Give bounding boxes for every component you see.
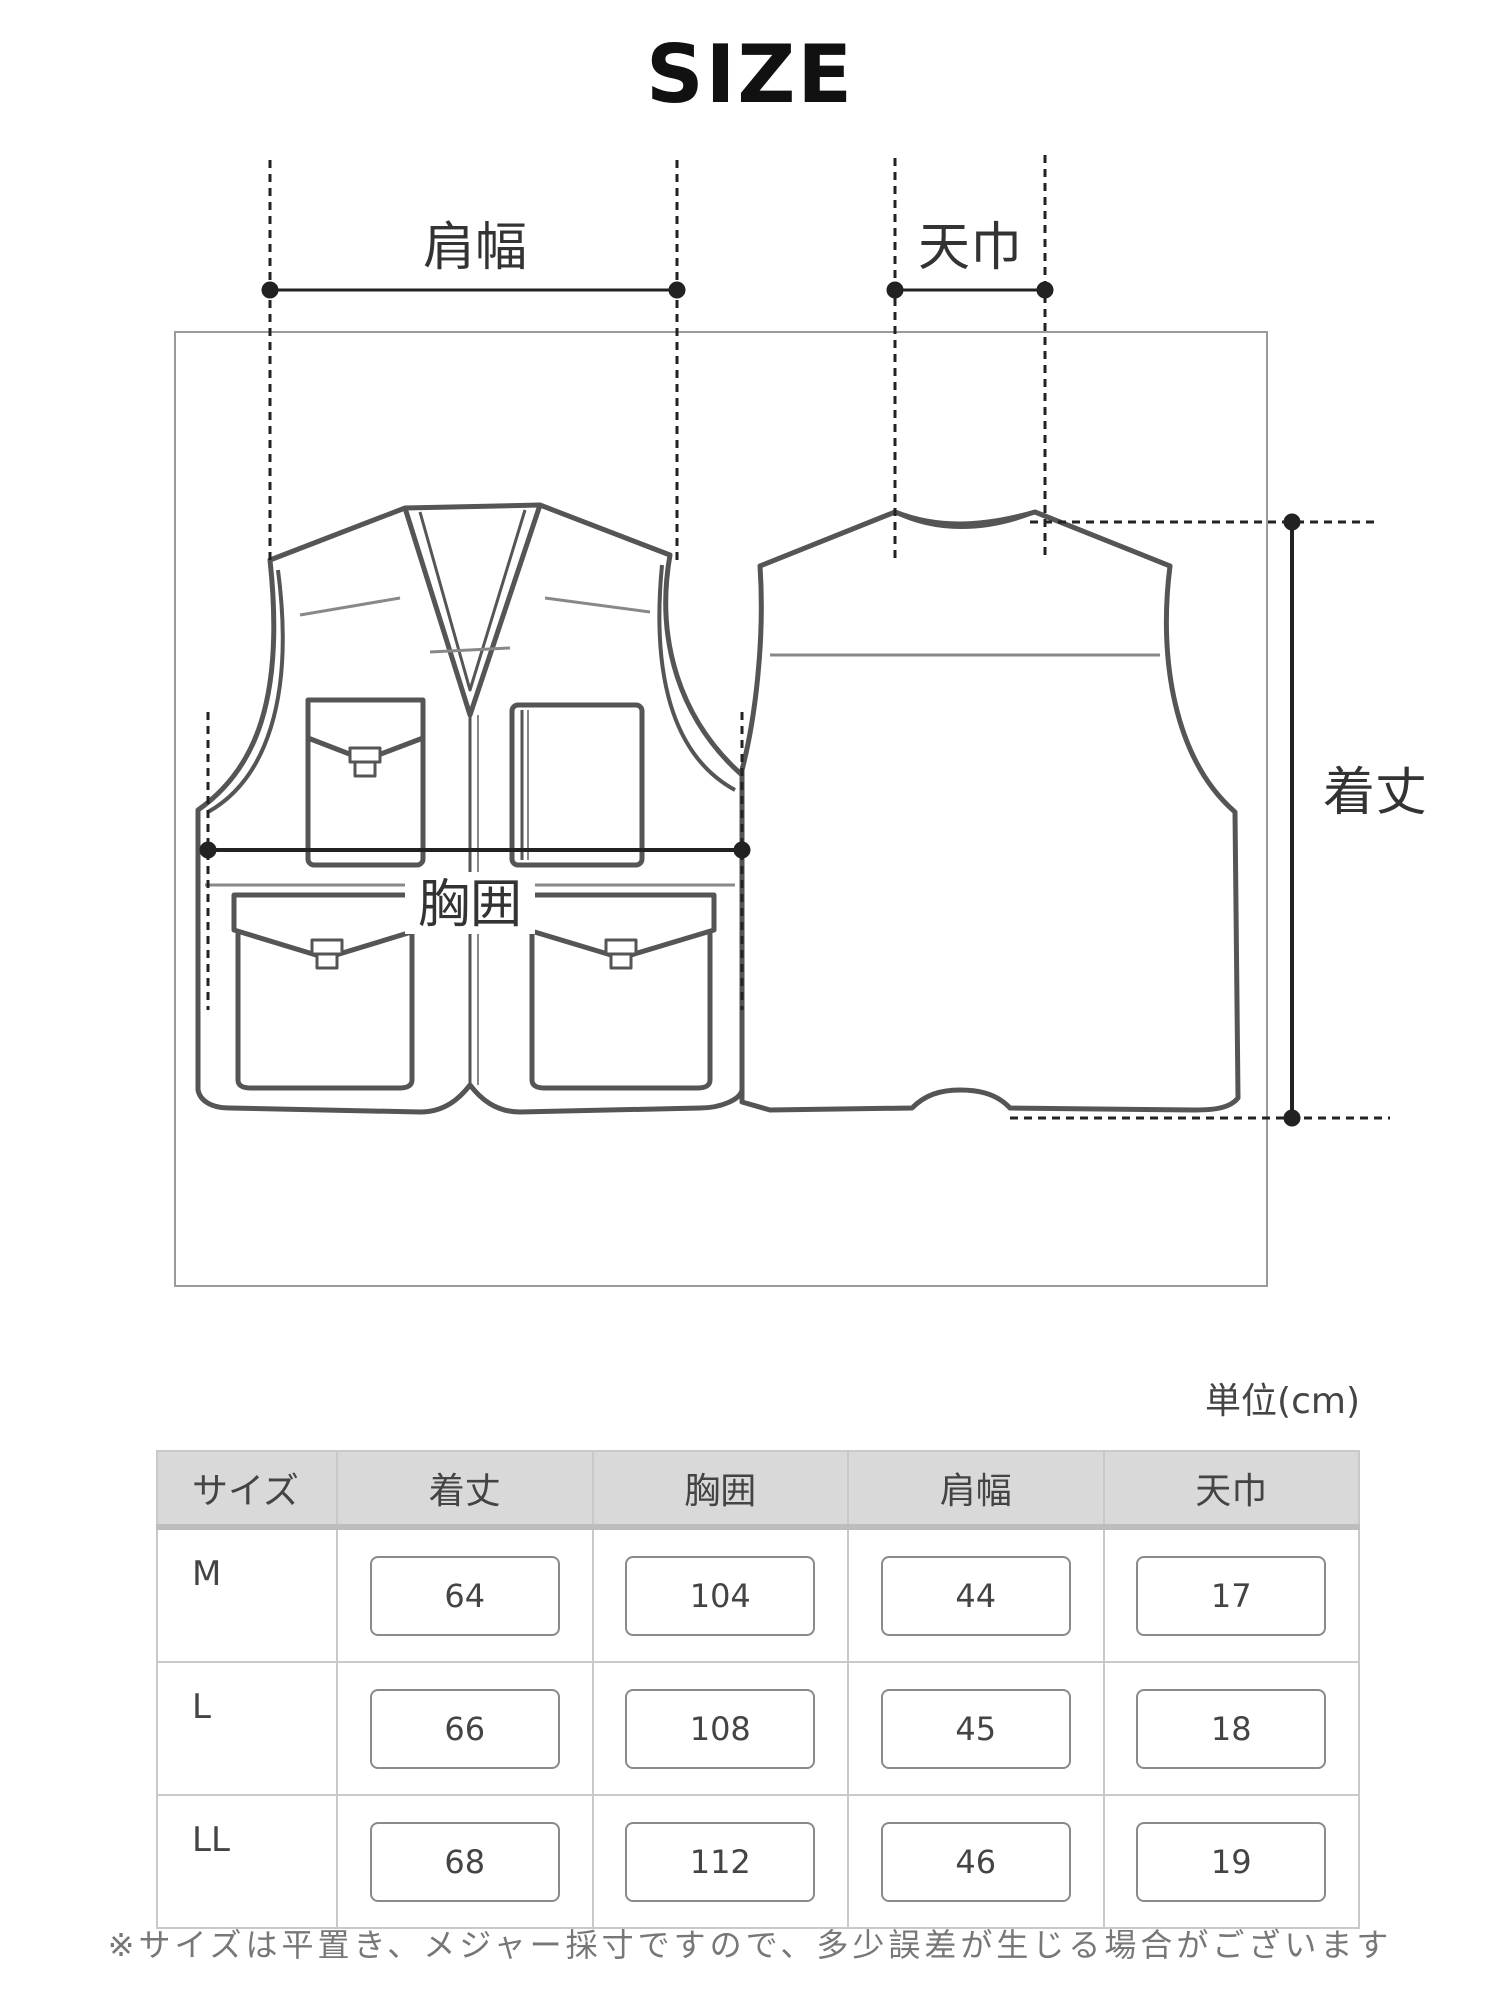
value-cell: 44 — [847, 1526, 1105, 1663]
value-cell: 18 — [1102, 1661, 1360, 1796]
label-chest: 胸囲 — [418, 875, 522, 935]
value-box: 46 — [880, 1821, 1071, 1902]
value-box: 64 — [369, 1555, 560, 1636]
value-box: 68 — [369, 1821, 560, 1902]
value-cell: 112 — [591, 1794, 849, 1929]
value-box: 19 — [1136, 1821, 1327, 1902]
table-header-row: サイズ 着丈 胸囲 肩幅 天巾 — [156, 1450, 1360, 1530]
column-header-size: サイズ — [156, 1450, 338, 1530]
value-cell: 66 — [336, 1661, 594, 1796]
value-cell: 108 — [591, 1661, 849, 1796]
measurement-lines — [199, 155, 1390, 1127]
size-cell: L — [156, 1661, 338, 1796]
value-cell: 17 — [1102, 1526, 1360, 1663]
table-row: M 64 104 44 17 — [156, 1526, 1360, 1663]
garment-measurement-diagram: 肩幅 天巾 着丈 胸囲 — [174, 155, 1427, 1287]
vest-back-drawing — [739, 509, 1241, 1113]
value-cell: 64 — [336, 1526, 594, 1663]
column-header-shoulder: 肩幅 — [847, 1450, 1105, 1530]
value-cell: 45 — [847, 1661, 1105, 1796]
value-cell: 68 — [336, 1794, 594, 1929]
table-row: LL 68 112 46 19 — [156, 1794, 1360, 1929]
unit-label: 単位(cm) — [1205, 1381, 1360, 1422]
value-box: 104 — [625, 1555, 816, 1636]
footnote: ※サイズは平置き、メジャー採寸ですので、多少誤差が生じる場合がございます — [107, 1926, 1393, 1964]
column-header-neck: 天巾 — [1102, 1450, 1360, 1530]
table-row: L 66 108 45 18 — [156, 1661, 1360, 1796]
page-title: SIZE — [645, 28, 855, 121]
value-box: 108 — [625, 1688, 816, 1769]
vest-front-drawing — [195, 502, 745, 1115]
size-table: サイズ 着丈 胸囲 肩幅 天巾 M 64 104 44 17 L 66 108 … — [156, 1450, 1360, 1929]
value-cell: 19 — [1102, 1794, 1360, 1929]
label-neck-width: 天巾 — [918, 218, 1022, 278]
value-cell: 46 — [847, 1794, 1105, 1929]
value-box: 18 — [1136, 1688, 1327, 1769]
value-cell: 104 — [591, 1526, 849, 1663]
column-header-length: 着丈 — [336, 1450, 594, 1530]
value-box: 17 — [1136, 1555, 1327, 1636]
size-cell: M — [156, 1526, 338, 1663]
label-length: 着丈 — [1323, 763, 1427, 823]
value-box: 44 — [880, 1555, 1071, 1636]
column-header-chest: 胸囲 — [591, 1450, 849, 1530]
value-box: 45 — [880, 1688, 1071, 1769]
value-box: 112 — [625, 1821, 816, 1902]
label-shoulder-width: 肩幅 — [423, 218, 527, 278]
size-cell: LL — [156, 1794, 338, 1929]
value-box: 66 — [369, 1688, 560, 1769]
